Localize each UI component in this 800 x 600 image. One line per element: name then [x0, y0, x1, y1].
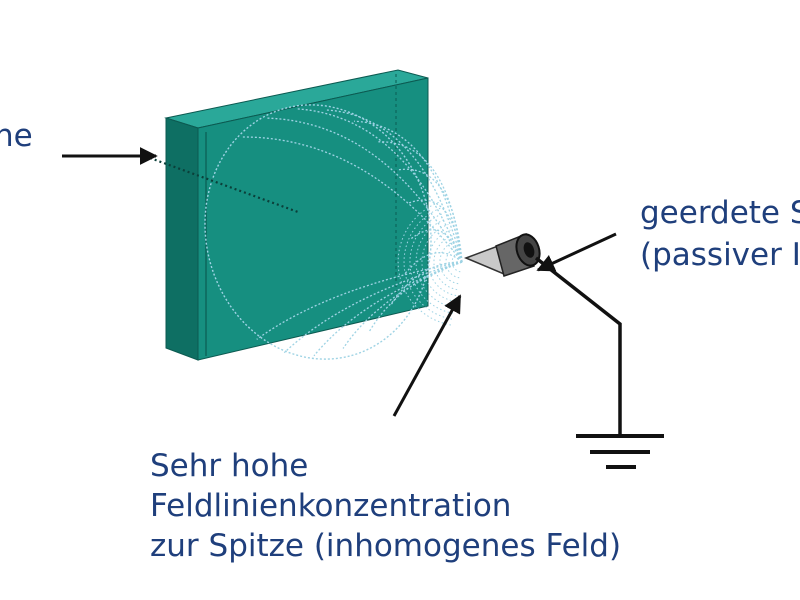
- label-left: ne: [0, 116, 33, 156]
- field-line: [407, 199, 463, 263]
- field-density-arc: [433, 235, 458, 291]
- field-density-arc: [415, 218, 455, 308]
- field-line: [342, 261, 463, 349]
- charged-plate: [164, 69, 429, 361]
- plate-front-face: [165, 117, 199, 361]
- field-line: [283, 261, 463, 354]
- label-right-line-1: geerdete S: [640, 195, 800, 231]
- ground-symbol-icon: [576, 434, 664, 469]
- field-line: [378, 141, 463, 263]
- field-line: [241, 136, 463, 263]
- field-lines: [204, 104, 463, 360]
- field-line: [389, 261, 463, 307]
- label-bottom-line-3: zur Spitze (inhomogenes Feld): [150, 528, 622, 564]
- ground-wire: [534, 256, 622, 436]
- field-line: [256, 261, 463, 340]
- label-bottom-line-1: Sehr hohe: [150, 448, 309, 484]
- field-line: [410, 229, 463, 263]
- arrow-right: [536, 232, 617, 272]
- plate-center-dotted-line: [149, 156, 299, 214]
- field-density-arc: [439, 240, 459, 285]
- field-density-arc: [421, 223, 456, 302]
- label-right-line-2: (passiver I: [640, 237, 800, 273]
- field-line: [296, 108, 463, 263]
- label-bottom-line-2: Feldlinienkonzentration: [150, 488, 512, 524]
- field-density-arc: [409, 212, 454, 314]
- field-boundary-ellipse: [204, 104, 432, 360]
- field-density-arc: [427, 229, 457, 296]
- plate-main-face: [197, 77, 429, 361]
- label-right: geerdete S (passiver I: [640, 192, 800, 276]
- label-left-text: ne: [0, 118, 33, 154]
- field-line: [396, 168, 463, 263]
- label-bottom: Sehr hohe Feldlinienkonzentration zur Sp…: [150, 446, 621, 566]
- arrow-bottom: [392, 294, 462, 417]
- field-line: [267, 117, 463, 263]
- pointed-electrode-icon: [463, 232, 541, 277]
- field-density-arc: [403, 207, 452, 320]
- field-density-arc: [445, 246, 460, 279]
- field-line: [313, 261, 463, 357]
- electrode-end-hole: [523, 242, 535, 258]
- field-line: [325, 109, 463, 263]
- field-density-arc: [451, 252, 461, 273]
